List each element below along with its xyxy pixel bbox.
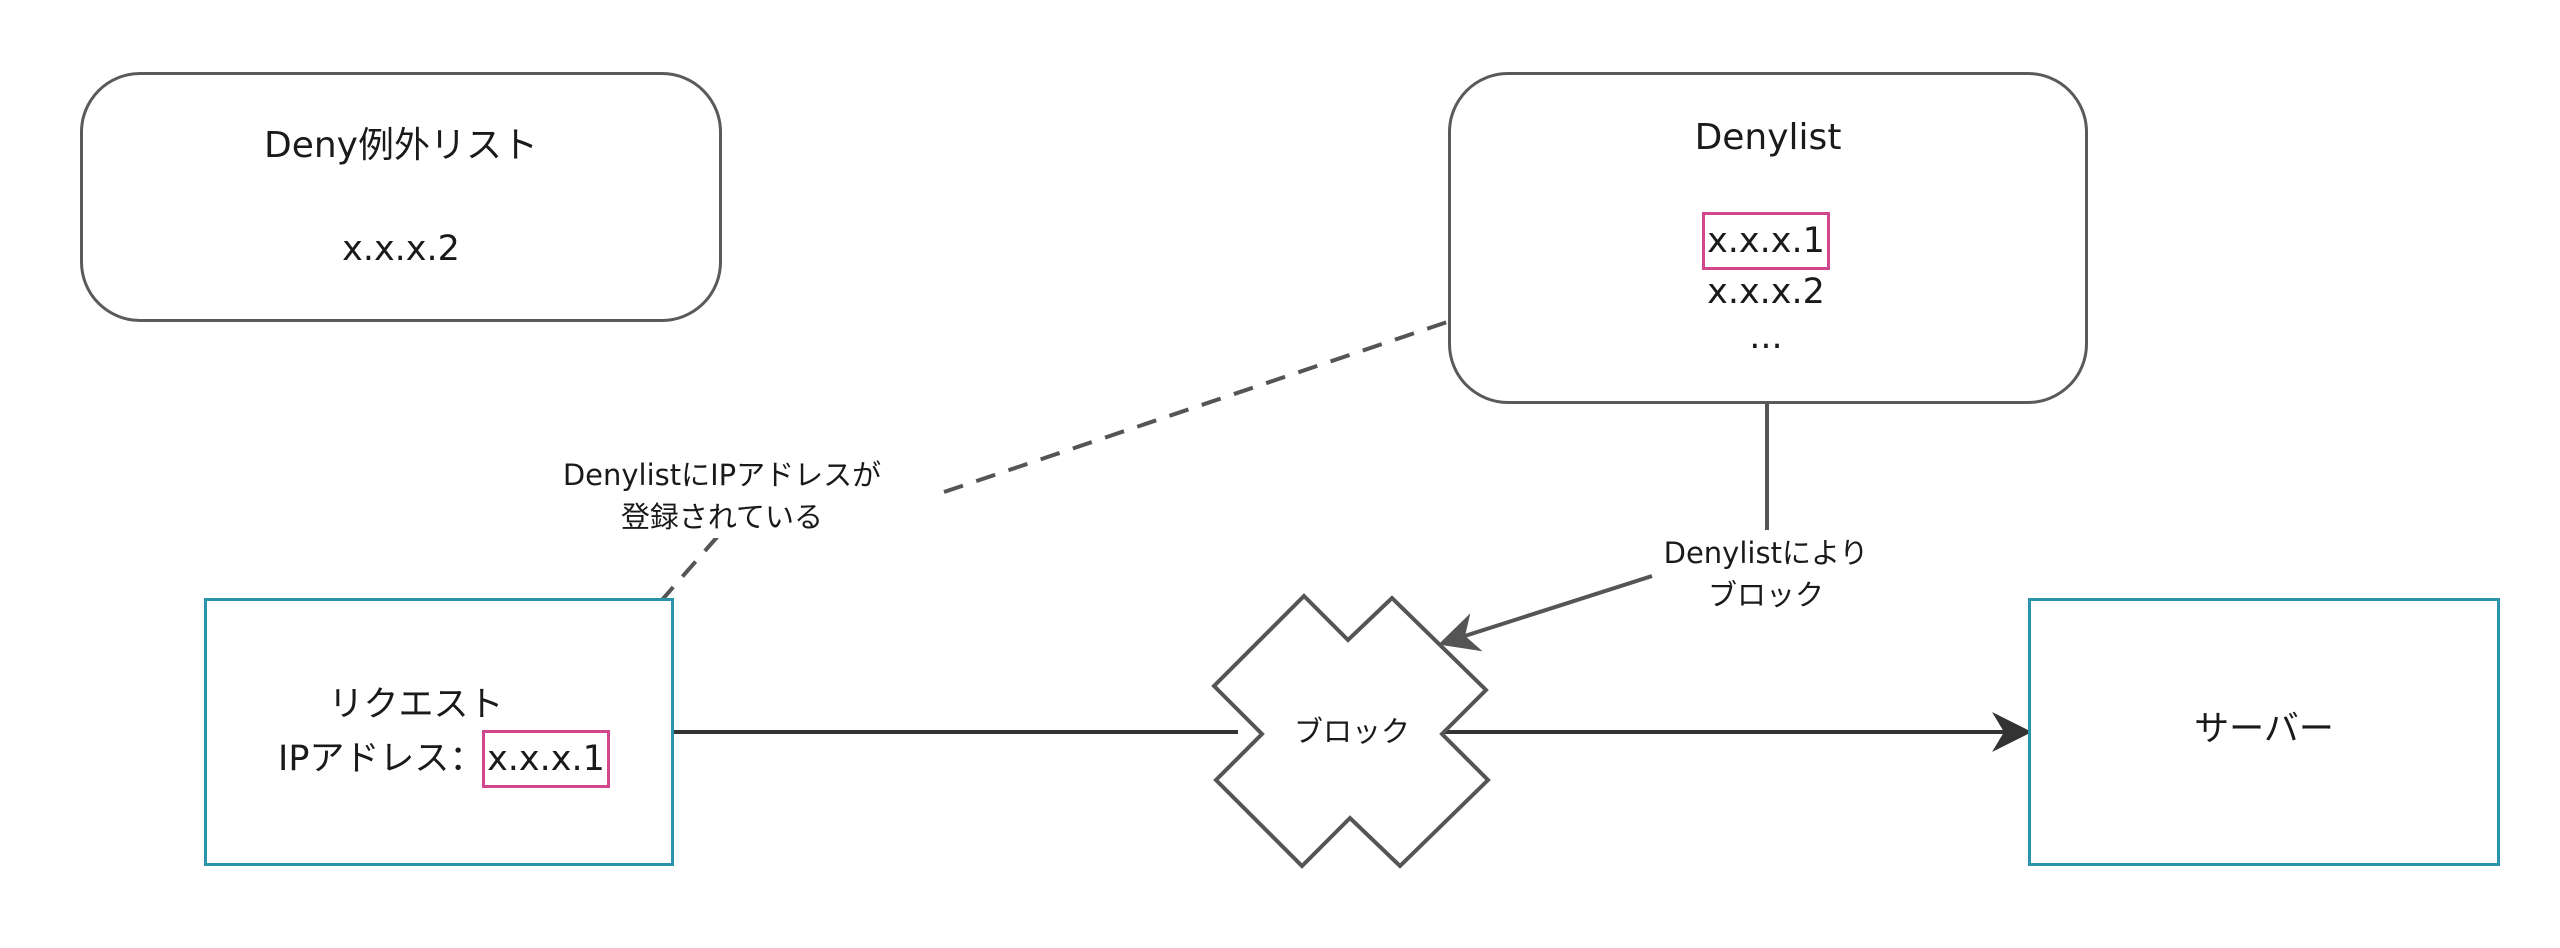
- block-cross-shape: [1211, 593, 1491, 869]
- server-node-label: サーバー: [2194, 709, 2334, 750]
- registered-edge-label: DenylistにIPアドレスが 登録されている: [562, 454, 882, 538]
- block-node-label: ブロック: [1293, 714, 1411, 749]
- exception-list-title: Deny例外リスト: [264, 125, 538, 166]
- registered-edge-label-line2: 登録されている: [620, 500, 824, 534]
- denylist-title: Denylist: [1694, 117, 1842, 158]
- denylist-ellipsis: ...: [1749, 317, 1783, 357]
- blocked-edge-label-line2: ブロック: [1707, 578, 1825, 612]
- blocked-arrow: [1438, 574, 1653, 652]
- request-node-title: リクエスト: [328, 685, 504, 725]
- blocked-edge-label-line1: Denylistにより: [1663, 536, 1869, 570]
- registered-edge-label-line1: DenylistにIPアドレスが: [562, 458, 882, 492]
- denylist-highlighted-entry: x.x.x.1: [1702, 212, 1830, 270]
- exception-list-entry: x.x.x.2: [342, 229, 460, 269]
- exception-list-box: [80, 72, 722, 322]
- blocked-edge-label: Denylistにより ブロック: [1663, 532, 1869, 616]
- request-ip-value: x.x.x.1: [482, 730, 610, 788]
- denylist-entry: x.x.x.2: [1707, 272, 1825, 312]
- request-ip-prefix: IPアドレス：: [278, 739, 485, 779]
- server-node: [2028, 598, 2500, 866]
